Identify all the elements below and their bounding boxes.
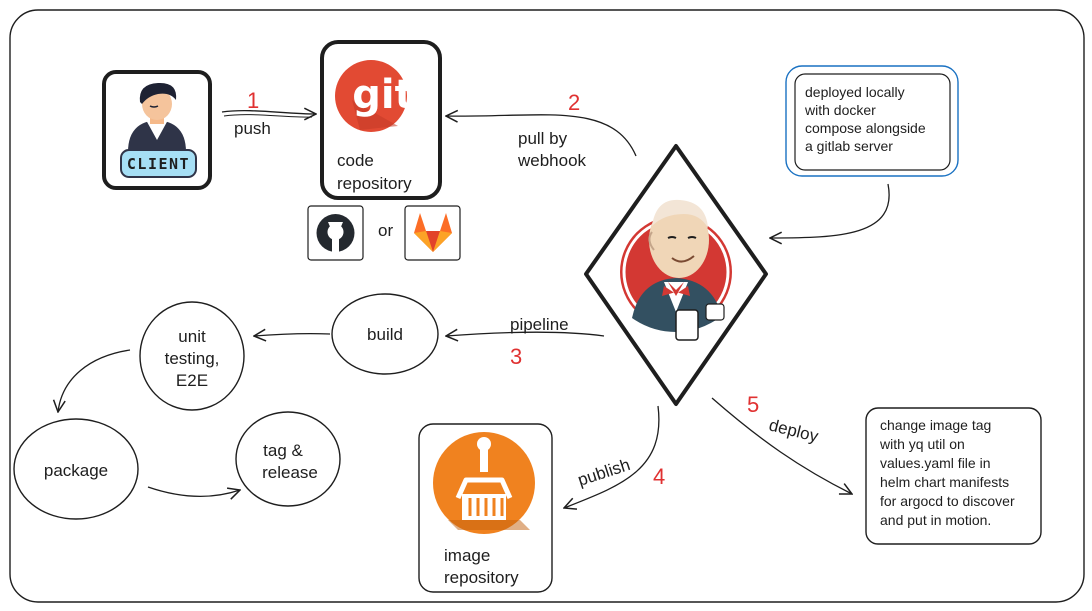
deploy-note-top: deployed locally with docker compose alo… — [785, 65, 959, 177]
package-stage — [13, 418, 139, 520]
package-to-release-arrow — [147, 486, 240, 496]
note-top-line1: deployed locally — [805, 84, 905, 100]
tag-release-line2: release — [262, 463, 318, 482]
note-top-arrow — [770, 183, 890, 238]
client-badge-label: CLIENT — [127, 155, 190, 173]
unit-testing-stage — [139, 301, 245, 411]
client-avatar-icon — [128, 82, 186, 152]
step-3-number: 3 — [510, 344, 522, 369]
step-1-number: 1 — [247, 88, 259, 113]
or-label: or — [378, 221, 393, 240]
gitlab-logo — [404, 205, 461, 261]
note-bottom-line6: and put in motion. — [880, 512, 991, 528]
git-logo-icon — [335, 60, 407, 132]
unit-testing-line3: E2E — [176, 371, 208, 390]
step-2-number: 2 — [568, 90, 580, 115]
step-4-number: 4 — [653, 464, 665, 489]
image-repository-line1: image — [444, 546, 490, 565]
deploy-note-bottom: change image tag with yq util on values.… — [865, 407, 1042, 545]
pull-label-line1: pull by — [518, 129, 568, 148]
note-top-line2: with docker — [804, 102, 876, 118]
push-arrow — [221, 111, 316, 114]
note-bottom-line1: change image tag — [880, 417, 991, 433]
client-badge — [120, 149, 197, 178]
build-stage — [331, 293, 439, 375]
image-repository-line2: repository — [444, 568, 519, 587]
note-bottom-line3: values.yaml file in — [880, 455, 991, 471]
publish-arrow — [564, 405, 660, 508]
note-bottom-line2: with yq util on — [879, 436, 965, 452]
image-repository-node: image repository — [418, 423, 553, 593]
tag-release-stage — [235, 411, 341, 507]
pull-label-line2: webhook — [517, 151, 587, 170]
unit-testing-line1: unit — [178, 327, 206, 346]
client-node: CLIENT — [102, 70, 212, 190]
push-label: push — [234, 119, 271, 138]
pipeline-label: pipeline — [510, 315, 569, 334]
unit-testing-line2: testing, — [165, 349, 220, 368]
code-repository-label-line2: repository — [337, 174, 412, 193]
package-label: package — [44, 461, 108, 480]
pipeline-arrow — [446, 332, 605, 336]
build-to-test-arrow — [254, 334, 331, 336]
note-bottom-line5: for argocd to discover — [880, 493, 1015, 509]
jenkins-butler-icon — [620, 199, 732, 341]
gitlab-icon — [414, 213, 452, 252]
test-to-package-arrow — [58, 349, 131, 412]
build-label: build — [367, 325, 403, 344]
note-top-line3: compose alongside — [805, 120, 926, 136]
pull-arrow — [446, 115, 637, 157]
code-repository-label-line1: code — [337, 151, 374, 170]
note-top-line4: a gitlab server — [805, 138, 893, 154]
git-logo-text: git — [352, 72, 413, 118]
jenkins-node — [584, 144, 768, 406]
github-logo — [307, 205, 364, 261]
code-repository-node: git code repository — [320, 40, 442, 200]
deploy-arrow — [711, 397, 852, 494]
note-bottom-line4: helm chart manifests — [880, 474, 1009, 490]
tag-release-line1: tag & — [263, 441, 303, 460]
artifact-registry-icon — [433, 432, 535, 534]
step-5-number: 5 — [747, 392, 759, 417]
